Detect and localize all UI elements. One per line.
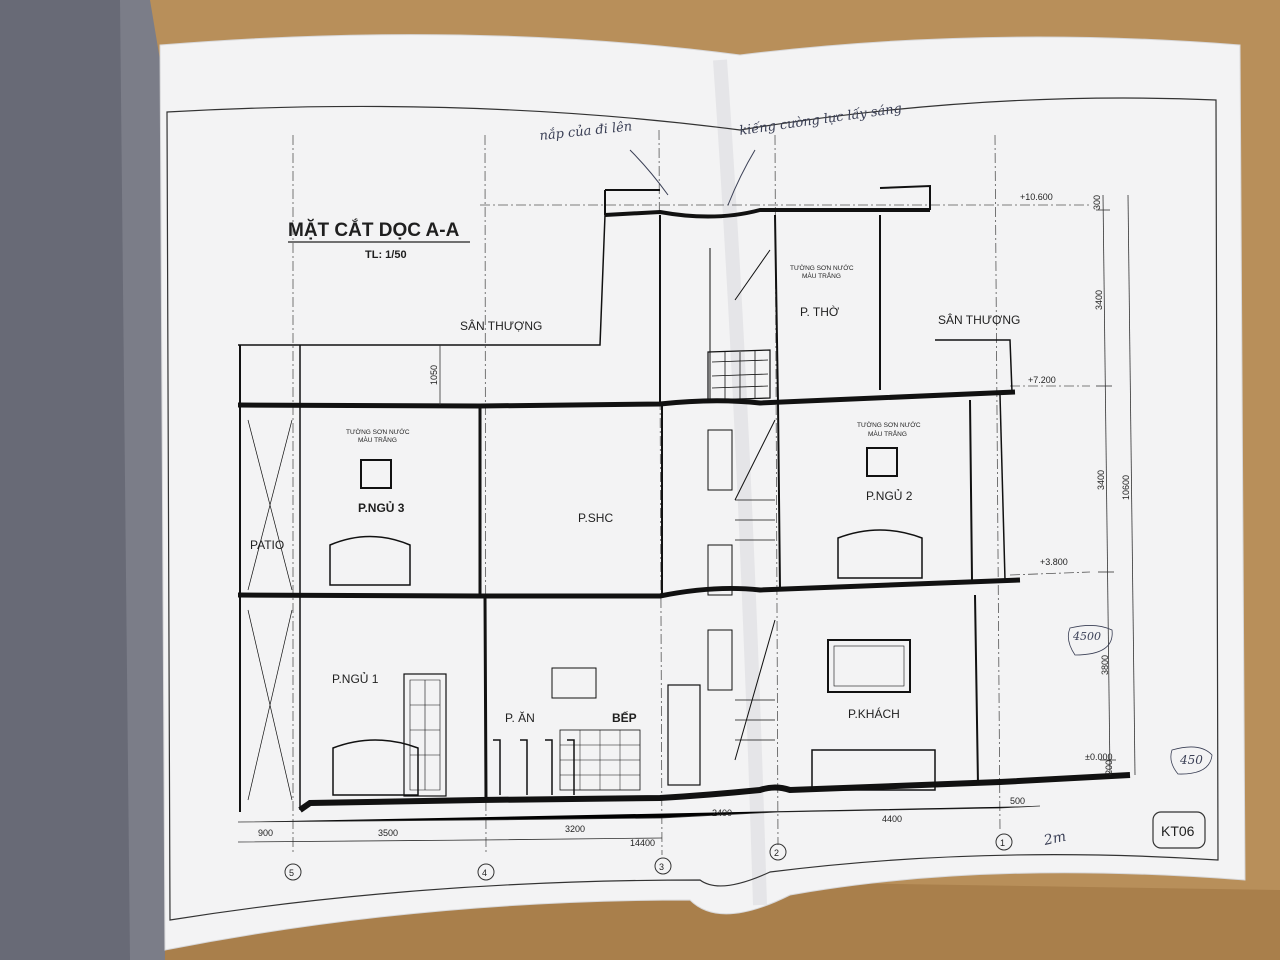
grid-axis-1: 1 [1000, 838, 1005, 848]
wall-note-tho-line1: TƯỜNG SƠN NƯỚC [790, 263, 854, 272]
wall-note-2-line1: TƯỜNG SƠN NƯỚC [857, 420, 921, 429]
sheet-code: KT06 [1161, 823, 1195, 839]
hdim-500: 500 [1010, 796, 1025, 806]
grid-axis-5: 5 [289, 868, 294, 878]
hand-note-2m: 2m [1042, 829, 1068, 849]
label-p-ngu-1: P.NGỦ 1 [332, 671, 379, 686]
grid-axis-3: 3 [659, 862, 664, 872]
sheet-scale: TL: 1/50 [365, 249, 407, 261]
hand-circle-4500 [1067, 625, 1113, 656]
book-cover-shadow [0, 0, 130, 960]
grid-lines [292, 129, 1091, 856]
label-bep: BẾP [612, 710, 637, 725]
level-ground: ±0.000 [1085, 752, 1112, 762]
hdim-900: 900 [258, 828, 273, 838]
label-p-shc: P.SHC [578, 511, 613, 525]
page-fold-shadow [713, 59, 767, 906]
vertical-dimension-lines [439, 194, 1136, 776]
hdim-3200: 3200 [565, 824, 585, 834]
horizontal-dimension-lines [237, 805, 1041, 843]
grid-axis-4: 4 [482, 868, 487, 878]
drawing-frame [166, 97, 1219, 921]
vdim-storey1: 3800 [1100, 655, 1110, 675]
wall-note-3-line2: MÀU TRẮNG [358, 435, 397, 444]
hand-circle-450 [1170, 746, 1213, 775]
label-san-thuong-left: SÂN THƯỢNG [460, 318, 542, 333]
hdim-4400: 4400 [882, 814, 902, 824]
sheet-code-box [1152, 811, 1206, 849]
vdim-storey3: 3400 [1094, 290, 1104, 310]
level-floor2: +3.800 [1040, 557, 1068, 567]
hdim-total: 14400 [630, 838, 655, 848]
label-p-khach: P.KHÁCH [848, 706, 900, 721]
sheet-title: MẶT CẮT DỌC A-A [288, 219, 460, 241]
wall-note-3-line1: TƯỜNG SƠN NƯỚC [346, 427, 410, 436]
vdim-base: 200 [1104, 760, 1114, 775]
label-p-tho: P. THỜ [800, 304, 840, 319]
wall-note-tho-line2: MÀU TRẮNG [802, 271, 841, 280]
label-p-an: P. ĂN [505, 710, 535, 725]
label-p-ngu-2: P.NGỦ 2 [866, 488, 913, 503]
label-patio: PATIO [250, 538, 284, 552]
hand-note-450: 450 [1179, 753, 1203, 767]
level-roof: +10.600 [1020, 192, 1053, 202]
grid-axis-2: 2 [774, 848, 779, 858]
label-san-thuong-right: SÂN THƯỢNG [938, 312, 1020, 327]
grid-axis-bubbles [284, 833, 1013, 881]
hand-note-4500: 4500 [1072, 630, 1101, 643]
paper-sheet [159, 34, 1246, 951]
vdim-railing: 1050 [429, 365, 439, 385]
vdim-storey2: 3400 [1096, 470, 1106, 490]
wall-note-2-line2: MÀU TRẮNG [868, 429, 907, 438]
label-p-ngu-3: P.NGỦ 3 [358, 500, 405, 515]
hdim-2400: 2400 [712, 808, 732, 818]
vdim-total: 10600 [1121, 475, 1131, 500]
level-floor3: +7.200 [1028, 375, 1056, 385]
hdim-3500: 3500 [378, 828, 398, 838]
building-section [237, 184, 1131, 813]
hand-arrows [629, 149, 756, 206]
vdim-parapet: 300 [1092, 195, 1102, 210]
